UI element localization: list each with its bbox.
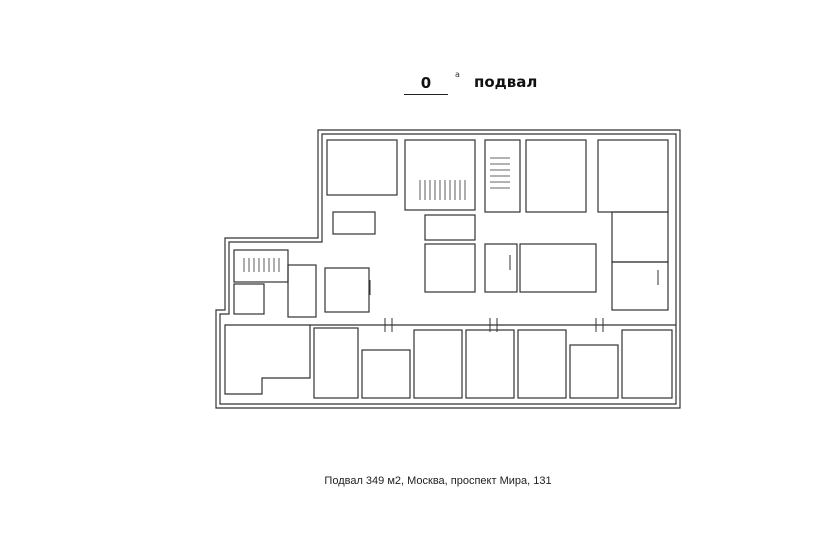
outer-wall-inner xyxy=(219,133,677,405)
outer-wall xyxy=(215,129,681,409)
room-left-small xyxy=(233,283,265,315)
floor-mark: а xyxy=(455,70,460,79)
room-lower-3 xyxy=(361,349,411,399)
room-lower-5 xyxy=(465,329,515,399)
floor-number: 0 xyxy=(420,74,432,92)
room-lower-6 xyxy=(517,329,567,399)
room-upper-left xyxy=(326,139,398,196)
room-left-mid xyxy=(287,264,317,318)
floor-name: подвал xyxy=(474,73,538,91)
room-upper-mid xyxy=(484,139,521,213)
room-lower-4 xyxy=(413,329,463,399)
room-left-stair xyxy=(233,249,289,283)
room-lower-7 xyxy=(569,344,619,399)
room-left-b xyxy=(324,267,370,313)
room-middle-b xyxy=(424,243,476,293)
room-small-wc xyxy=(332,211,376,235)
floor-number-underline xyxy=(404,94,448,95)
room-right-mid xyxy=(611,211,669,263)
room-right-top xyxy=(597,139,669,213)
room-stair-block xyxy=(404,139,476,211)
room-upper-right xyxy=(525,139,587,213)
room-middle-c xyxy=(484,243,518,293)
room-middle-a xyxy=(424,214,476,241)
room-middle-d xyxy=(519,243,597,293)
room-lower-8 xyxy=(621,329,673,399)
room-right-bottom xyxy=(611,261,669,311)
plan-caption: Подвал 349 м2, Москва, проспект Мира, 13… xyxy=(324,475,552,487)
room-lower-2 xyxy=(313,327,359,399)
room-lower-1 xyxy=(224,324,311,395)
